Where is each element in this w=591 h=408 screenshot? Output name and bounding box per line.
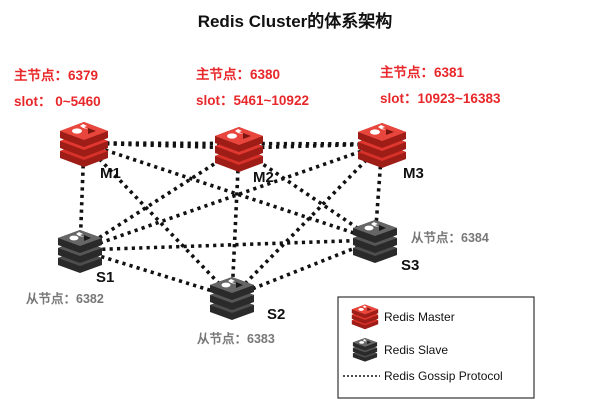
gossip-link-m3-s1 [79,142,383,252]
legend: Redis Master Redis Slave Redis Gossip Pr… [337,296,535,399]
slave-port-label-s3: 从节点：6384 [411,230,489,245]
legend-protocol-label: Redis Gossip Protocol [384,369,503,383]
diagram-title: Redis Cluster的体系架构 [198,11,393,31]
redis-slave-icon-s2 [210,277,254,320]
legend-slave-icon [352,338,378,362]
node-label-s2: S2 [267,306,285,323]
gossip-link-s2-s3 [231,238,376,299]
legend-master-icon [351,304,379,330]
redis-master-icon-m2 [215,127,263,172]
master-port-label-m3: 主节点：6381 [380,64,465,80]
master-slot-label-m1: slot： 0~5460 [14,94,101,109]
gossip-link-m3-s2 [230,142,384,299]
master-port-label-m1: 主节点：6379 [14,67,98,83]
redis-master-icon-m1 [60,122,108,167]
gossip-link-m1-s2 [82,141,234,299]
node-label-s3: S3 [401,257,419,274]
gossip-link-m2-s1 [79,146,240,252]
legend-slave-label: Redis Slave [384,343,448,357]
node-label-s1: S1 [96,269,114,286]
gossip-link-s1-s3 [79,238,376,252]
slave-port-label-s2: 从节点：6383 [197,331,275,346]
redis-slave-icon-s1 [58,230,102,273]
master-slot-label-m2: slot：5461~10922 [196,93,309,108]
legend-master-label: Redis Master [384,310,455,324]
node-label-m1: M1 [100,165,121,182]
gossip-link-m2-s2 [230,147,241,298]
redis-slave-icon-s3 [353,220,397,263]
redis-master-icon-m3 [358,123,406,168]
master-slot-label-m3: slot：10923~16383 [380,91,501,106]
node-label-m2: M2 [253,169,274,186]
master-port-label-m2: 主节点：6380 [196,66,280,82]
gossip-link-m2-s3 [237,146,377,242]
node-label-m3: M3 [403,165,424,182]
slave-port-label-s1: 从节点：6382 [26,291,104,306]
